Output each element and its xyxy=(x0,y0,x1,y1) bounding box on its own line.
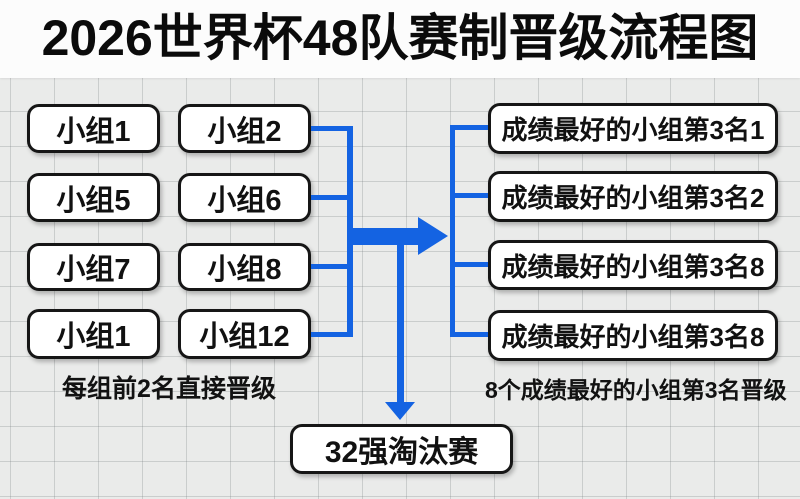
page-title: 2026世界杯48队赛制晋级流程图 xyxy=(41,10,759,66)
connector-stub-right-1 xyxy=(450,125,488,130)
group-box-12: 小组12 xyxy=(178,309,311,359)
connector-stub-left-4 xyxy=(311,332,352,337)
group-box-8: 小组8 xyxy=(178,243,311,291)
connector-stub-right-4 xyxy=(450,332,488,337)
arrow-right-icon xyxy=(418,217,448,255)
connector-vertical-down xyxy=(397,245,404,404)
group-box-2: 小组2 xyxy=(178,104,311,153)
group-box-5: 小组5 xyxy=(27,173,160,222)
connector-stub-left-1 xyxy=(311,126,352,131)
knockout-round-box: 32强淘汰赛 xyxy=(290,424,513,474)
connector-stub-right-2 xyxy=(450,193,488,198)
connector-vertical-right xyxy=(450,125,455,337)
group-box-1: 小组1 xyxy=(27,104,160,153)
group-box-11: 小组1 xyxy=(27,309,160,359)
connector-stub-left-3 xyxy=(311,264,352,269)
third-place-box-3: 成绩最好的小组第3名8 xyxy=(488,240,778,290)
third-place-box-4: 成绩最好的小组第3名8 xyxy=(488,310,778,361)
title-band: 2026世界杯48队赛制晋级流程图 xyxy=(0,0,800,78)
connector-stub-left-2 xyxy=(311,195,352,200)
arrow-down-icon xyxy=(385,402,415,420)
third-place-box-2: 成绩最好的小组第3名2 xyxy=(488,171,778,222)
third-place-caption: 8个成绩最好的小组第3名晋级 xyxy=(485,377,787,403)
main-arrow-shaft xyxy=(350,228,420,245)
group-box-7: 小组7 xyxy=(27,243,160,291)
third-place-box-1: 成绩最好的小组第3名1 xyxy=(488,103,778,154)
group-stage-caption: 每组前2名直接晋级 xyxy=(62,375,276,403)
group-box-6: 小组6 xyxy=(178,173,311,222)
connector-stub-right-3 xyxy=(450,262,488,267)
